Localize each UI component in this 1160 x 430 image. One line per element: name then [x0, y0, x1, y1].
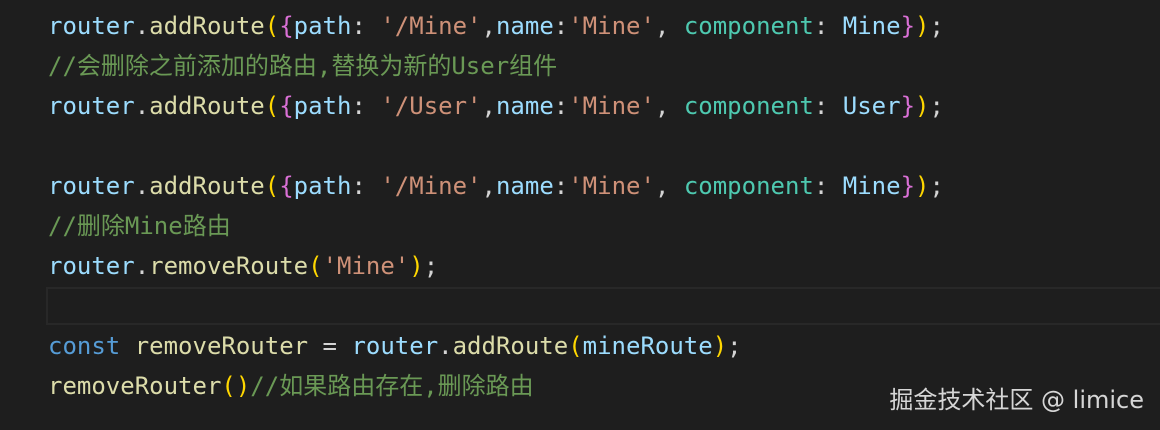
code-token: {	[279, 12, 294, 40]
code-token: removeRouter	[48, 372, 222, 400]
code-token: ,	[481, 172, 496, 200]
code-token: router	[351, 332, 439, 360]
code-token: .	[438, 332, 453, 360]
code-token: component	[683, 172, 814, 200]
code-token: :	[351, 12, 381, 40]
code-token: Mine	[842, 12, 901, 40]
code-token: addRoute	[149, 92, 265, 120]
code-token: Mine	[842, 172, 901, 200]
code-token: ,	[654, 92, 684, 120]
code-token: :	[813, 172, 843, 200]
code-token: {	[279, 172, 294, 200]
code-token	[120, 332, 134, 360]
code-token: path	[293, 92, 352, 120]
code-line[interactable]: router.removeRoute('Mine');	[48, 246, 438, 286]
code-token: '/Mine'	[380, 12, 482, 40]
code-token: (	[264, 92, 280, 120]
code-token: addRoute	[149, 12, 265, 40]
code-token: ,	[654, 172, 684, 200]
code-token: .	[134, 12, 150, 40]
code-token: router	[48, 172, 135, 200]
current-line-highlight	[46, 287, 1160, 325]
code-line[interactable]: //删除Mine路由	[48, 206, 231, 246]
code-token: name	[495, 172, 554, 200]
code-line[interactable]: //会删除之前添加的路由,替换为新的User组件	[48, 46, 557, 86]
code-token: )	[915, 172, 930, 200]
code-token: ;	[929, 92, 944, 120]
code-token: router	[48, 92, 135, 120]
code-token: )	[915, 92, 930, 120]
code-token: addRoute	[149, 172, 265, 200]
code-token: (	[264, 172, 280, 200]
code-token: '/Mine'	[380, 172, 482, 200]
code-token: (	[308, 252, 323, 280]
code-token: 'Mine'	[568, 12, 655, 40]
code-token: {	[279, 92, 294, 120]
watermark: 掘金技术社区 @ limice	[889, 386, 1144, 414]
code-token: //删除Mine路由	[48, 212, 231, 240]
code-token: 'Mine'	[322, 252, 410, 280]
code-token: addRoute	[452, 332, 569, 360]
code-token: (	[568, 332, 583, 360]
code-token: //如果路由存在,删除路由	[250, 372, 534, 400]
code-line[interactable]: router.addRoute({path: '/User',name:'Min…	[48, 86, 944, 126]
code-line[interactable]: const removeRouter = router.addRoute(min…	[48, 326, 742, 366]
code-token: )	[712, 332, 728, 360]
code-token: removeRoute	[149, 252, 309, 280]
code-token: }	[900, 92, 916, 120]
code-token: User	[842, 92, 901, 120]
code-token: (	[264, 12, 280, 40]
code-token: =	[308, 332, 352, 360]
code-token: ;	[929, 172, 944, 200]
code-token: }	[900, 12, 916, 40]
code-token: component	[683, 12, 814, 40]
code-line[interactable]: router.addRoute({path: '/Mine',name:'Min…	[48, 6, 944, 46]
code-token: ()	[221, 372, 251, 400]
code-token: ,	[481, 92, 496, 120]
code-token: :	[553, 92, 569, 120]
code-line[interactable]: removeRouter()//如果路由存在,删除路由	[48, 366, 534, 406]
code-token: }	[900, 172, 916, 200]
code-token: 'Mine'	[568, 172, 655, 200]
code-token: ;	[423, 252, 439, 280]
code-token: ,	[481, 12, 496, 40]
code-token: name	[495, 92, 554, 120]
code-token: .	[134, 252, 150, 280]
code-token: ;	[929, 12, 944, 40]
code-token: .	[134, 92, 150, 120]
code-token: component	[683, 92, 814, 120]
code-token: )	[409, 252, 424, 280]
code-token: :	[813, 92, 843, 120]
code-token: ;	[727, 332, 742, 360]
code-token: )	[915, 12, 930, 40]
code-token: '/User'	[380, 92, 482, 120]
code-token: removeRouter	[134, 332, 309, 360]
code-token: router	[48, 252, 135, 280]
code-line[interactable]: router.addRoute({path: '/Mine',name:'Min…	[48, 166, 944, 206]
code-token: path	[293, 172, 352, 200]
code-token: const	[48, 332, 121, 360]
code-token: router	[48, 12, 135, 40]
code-token: :	[553, 12, 569, 40]
code-token: path	[293, 12, 352, 40]
code-token: :	[351, 92, 381, 120]
code-token: :	[351, 172, 381, 200]
code-token: //会删除之前添加的路由,替换为新的User组件	[48, 52, 558, 80]
code-token: 'Mine'	[568, 92, 655, 120]
code-token: :	[813, 12, 843, 40]
code-token: ,	[654, 12, 684, 40]
code-token: :	[553, 172, 569, 200]
code-token: name	[495, 12, 554, 40]
code-token: .	[134, 172, 150, 200]
code-token: mineRoute	[582, 332, 713, 360]
